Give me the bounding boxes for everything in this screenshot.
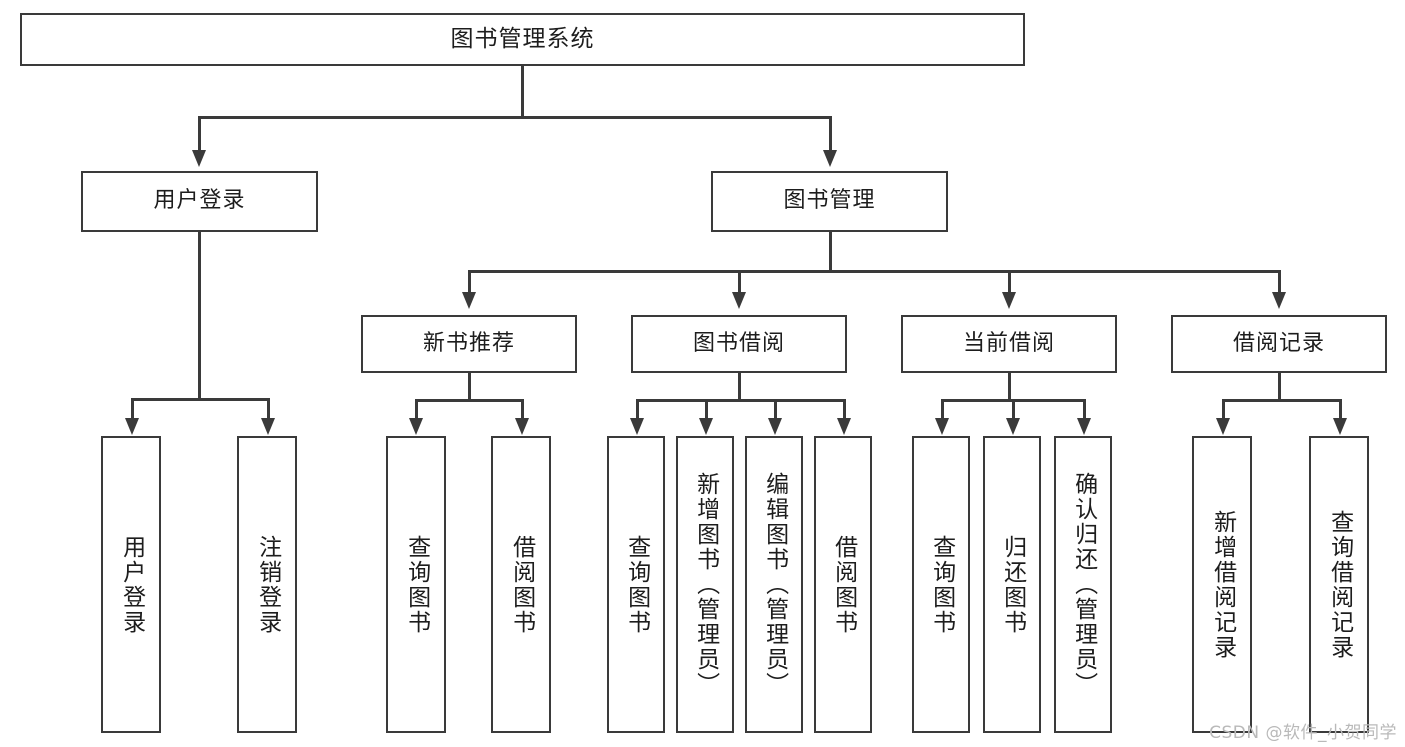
csdn-watermark: CSDN @软件_小贺同学 — [1209, 723, 1397, 743]
connector-drop-current-borrow — [1008, 270, 1011, 294]
leaf-label: 归还图书 — [999, 534, 1026, 635]
arrowhead-user-login — [192, 150, 206, 167]
connector-drop-user-login — [198, 116, 201, 152]
node-label: 借阅记录 — [1232, 330, 1325, 356]
leaf-label: 借阅图书 — [830, 534, 857, 635]
leaf-label: 注销登录 — [254, 534, 281, 635]
connector-drop-leaf-book-borrow-2 — [705, 399, 708, 420]
leaf-book-borrow-edit-book-admin[interactable]: 编辑图书（管理员） — [745, 436, 803, 733]
node-label: 图书管理 — [783, 188, 876, 214]
leaf-label: 用户登录 — [118, 534, 145, 635]
arrowhead-current-borrow — [1002, 292, 1016, 309]
leaf-borrow-record-add-record[interactable]: 新增借阅记录 — [1192, 436, 1252, 733]
connector-new-book-stem — [468, 373, 471, 401]
connector-drop-leaf-current-borrow-1 — [941, 399, 944, 420]
node-book-management[interactable]: 图书管理 — [711, 171, 948, 232]
connector-drop-leaf-user-login-2 — [267, 398, 270, 420]
leaf-label: 编辑图书（管理员） — [761, 472, 788, 697]
arrowhead-leaf-book-borrow-4 — [837, 418, 851, 435]
connector-user-login-bus — [131, 398, 267, 401]
leaf-label: 新增图书（管理员） — [692, 472, 719, 697]
connector-book-management-stem — [829, 232, 832, 272]
connector-borrow-record-stem — [1278, 373, 1281, 401]
arrowhead-book-borrow — [732, 292, 746, 309]
connector-user-login-stem — [198, 232, 201, 400]
leaf-label: 查询图书 — [928, 534, 955, 635]
node-current-borrow[interactable]: 当前借阅 — [901, 315, 1117, 373]
connector-drop-leaf-book-borrow-1 — [636, 399, 639, 420]
arrowhead-leaf-user-login-1 — [125, 418, 139, 435]
connector-drop-leaf-new-book-2 — [521, 399, 524, 420]
arrowhead-leaf-current-borrow-2 — [1006, 418, 1020, 435]
leaf-borrow-record-query-record[interactable]: 查询借阅记录 — [1309, 436, 1369, 733]
leaf-label: 新增借阅记录 — [1209, 509, 1236, 660]
connector-drop-leaf-current-borrow-2 — [1012, 399, 1015, 420]
leaf-new-book-borrow-books[interactable]: 借阅图书 — [491, 436, 551, 733]
arrowhead-leaf-borrow-record-2 — [1333, 418, 1347, 435]
connector-drop-new-book — [468, 270, 471, 294]
connector-borrow-record-bus — [1222, 399, 1339, 402]
node-label: 用户登录 — [153, 188, 246, 214]
connector-drop-leaf-borrow-record-1 — [1222, 399, 1225, 420]
leaf-label: 借阅图书 — [508, 534, 535, 635]
leaf-current-borrow-return-books[interactable]: 归还图书 — [983, 436, 1041, 733]
arrowhead-leaf-book-borrow-3 — [768, 418, 782, 435]
connector-drop-leaf-new-book-1 — [415, 399, 418, 420]
leaf-user-login-login[interactable]: 用户登录 — [101, 436, 161, 733]
leaf-label: 确认归还（管理员） — [1070, 472, 1097, 697]
connector-new-book-bus — [415, 399, 523, 402]
node-borrow-record[interactable]: 借阅记录 — [1171, 315, 1387, 373]
connector-drop-leaf-user-login-1 — [131, 398, 134, 420]
connector-drop-borrow-record — [1278, 270, 1281, 294]
arrowhead-leaf-book-borrow-1 — [630, 418, 644, 435]
node-root-book-management-system[interactable]: 图书管理系统 — [20, 13, 1025, 66]
arrowhead-leaf-current-borrow-1 — [935, 418, 949, 435]
node-book-borrow[interactable]: 图书借阅 — [631, 315, 847, 373]
connector-drop-leaf-current-borrow-3 — [1083, 399, 1086, 420]
arrowhead-book-management — [823, 150, 837, 167]
connector-drop-leaf-borrow-record-2 — [1339, 399, 1342, 420]
leaf-book-borrow-add-book-admin[interactable]: 新增图书（管理员） — [676, 436, 734, 733]
leaf-label: 查询图书 — [403, 534, 430, 635]
leaf-book-borrow-borrow-books[interactable]: 借阅图书 — [814, 436, 872, 733]
node-new-book-recommend[interactable]: 新书推荐 — [361, 315, 577, 373]
connector-drop-leaf-book-borrow-4 — [843, 399, 846, 420]
leaf-new-book-query-books[interactable]: 查询图书 — [386, 436, 446, 733]
connector-drop-book-borrow — [738, 270, 741, 294]
leaf-label: 查询图书 — [623, 534, 650, 635]
connector-level3-bus — [468, 270, 1280, 273]
connector-root-stem — [521, 66, 524, 118]
arrowhead-leaf-new-book-2 — [515, 418, 529, 435]
arrowhead-leaf-new-book-1 — [409, 418, 423, 435]
connector-drop-book-management — [829, 116, 832, 152]
arrowhead-leaf-borrow-record-1 — [1216, 418, 1230, 435]
arrowhead-new-book — [462, 292, 476, 309]
leaf-current-borrow-query-books[interactable]: 查询图书 — [912, 436, 970, 733]
arrowhead-leaf-book-borrow-2 — [699, 418, 713, 435]
leaf-label: 查询借阅记录 — [1326, 509, 1353, 660]
arrowhead-leaf-current-borrow-3 — [1077, 418, 1091, 435]
arrowhead-leaf-user-login-2 — [261, 418, 275, 435]
node-user-login[interactable]: 用户登录 — [81, 171, 318, 232]
leaf-user-login-logout[interactable]: 注销登录 — [237, 436, 297, 733]
arrowhead-borrow-record — [1272, 292, 1286, 309]
connector-level2-bus — [198, 116, 831, 119]
connector-book-borrow-bus — [636, 399, 843, 402]
node-label: 当前借阅 — [962, 330, 1055, 356]
connector-current-borrow-stem — [1008, 373, 1011, 401]
connector-book-borrow-stem — [738, 373, 741, 401]
node-label: 图书借阅 — [692, 330, 785, 356]
node-label: 新书推荐 — [422, 330, 515, 356]
connector-drop-leaf-book-borrow-3 — [774, 399, 777, 420]
node-label: 图书管理系统 — [450, 25, 595, 52]
leaf-current-borrow-confirm-return-admin[interactable]: 确认归还（管理员） — [1054, 436, 1112, 733]
leaf-book-borrow-query-books[interactable]: 查询图书 — [607, 436, 665, 733]
